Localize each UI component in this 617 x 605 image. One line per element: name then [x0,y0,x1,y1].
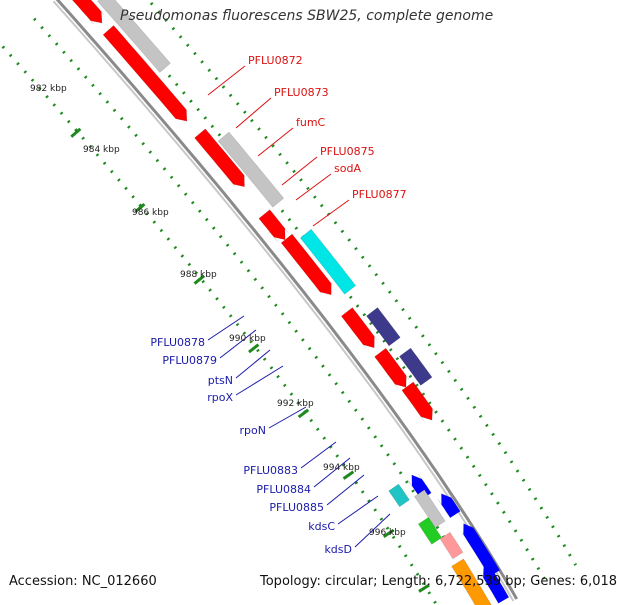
gene-label-pflu0878: PFLU0878 [150,336,205,349]
gene-block-reverse [389,484,410,507]
kbp-label: 992 kbp [277,399,314,409]
kbp-label: 988 kbp [180,270,217,280]
accession-text: Accession: NC_012660 [9,574,157,589]
gene-label-pflu0883: PFLU0883 [243,464,298,477]
gene-leader-line [338,496,378,524]
gene-label-pflu0885: PFLU0885 [269,501,324,514]
gene-leader-line [236,98,271,128]
gene-label-pflu0877: PFLU0877 [352,188,407,201]
gene-label-rpon: rpoN [240,424,266,437]
gene-label-pflu0872: PFLU0872 [248,54,303,67]
kbp-label: 990 kbp [229,334,266,344]
gene-block-reverse [440,532,463,559]
kbp-label: 986 kbp [132,208,169,218]
gene-label-ptsn: ptsN [208,374,233,387]
gene-leader-line [236,350,270,378]
map-title: Pseudomonas fluorescens SBW25, complete … [120,8,493,24]
gene-label-kdsd: kdsD [324,543,352,556]
gene-leader-line [236,366,283,395]
kbp-label: 984 kbp [83,145,120,155]
kbp-major-tick [299,410,309,417]
gene-leader-line [282,157,317,185]
gene-label-soda: sodA [334,162,361,175]
kbp-label: 996 kbp [369,528,406,538]
gene-label-pflu0879: PFLU0879 [162,354,217,367]
gene-label-fumc: fumC [296,116,326,129]
gene-arrow-forward [259,210,289,242]
gene-leader-line [327,475,364,505]
gene-label-pflu0873: PFLU0873 [274,86,329,99]
gene-leader-line [208,66,245,95]
gene-label-kdsc: kdsC [308,520,335,533]
gene-arrow-forward [402,382,435,421]
gene-label-pflu0875: PFLU0875 [320,145,375,158]
inner-tick-ring [34,19,491,605]
gene-label-rpox: rpoX [207,391,233,404]
gene-leader-line [296,174,331,200]
topology-text: Topology: circular; Length: 6,722,539 bp… [260,574,617,589]
gene-label-pflu0884: PFLU0884 [256,483,311,496]
gene-leader-line [313,200,349,226]
gene-leader-line [258,128,293,156]
kbp-label: 982 kbp [30,84,67,94]
kbp-label: 994 kbp [323,463,360,473]
